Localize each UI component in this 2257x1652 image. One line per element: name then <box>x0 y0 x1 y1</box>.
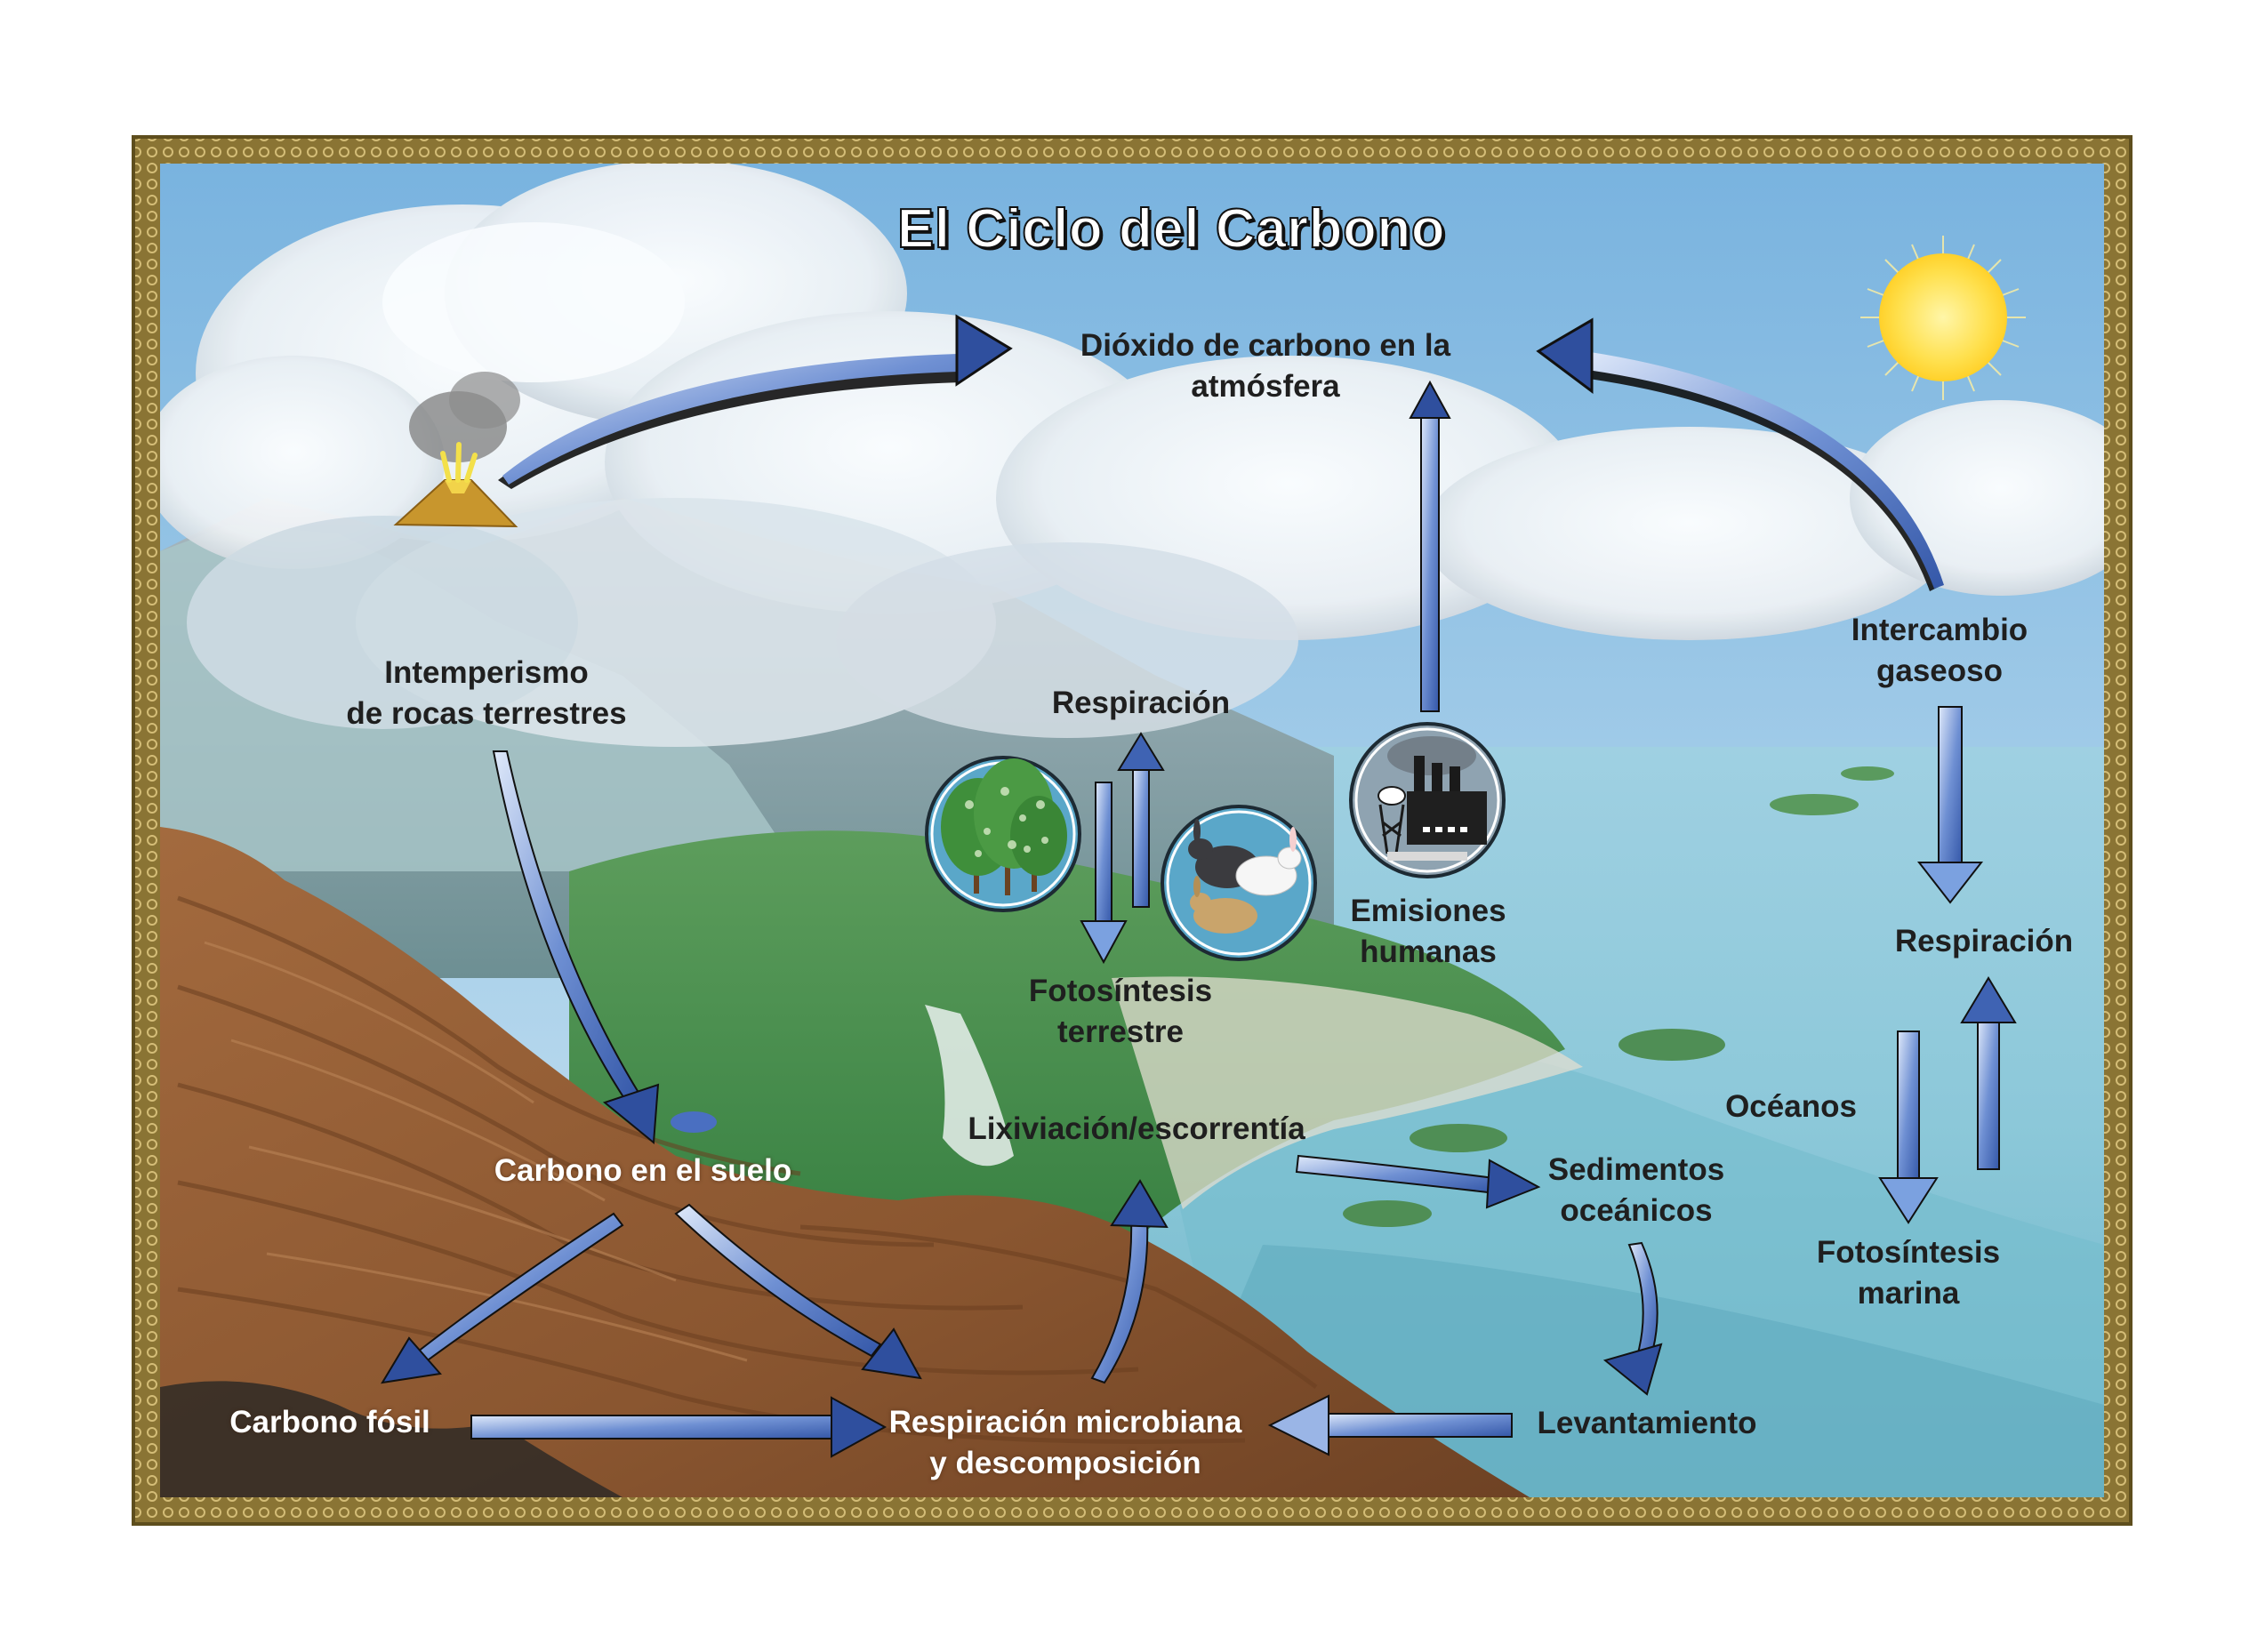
label-land-respiration: Respiración <box>1051 685 1231 720</box>
label-uplift: Levantamiento <box>1537 1405 1757 1440</box>
label-ocean-respiration: Respiración <box>1894 923 2074 958</box>
arrow-land-respiration-up <box>1132 764 1150 908</box>
arrow-ocean-respiration-up <box>1977 1017 2000 1170</box>
volcano-icon <box>393 372 520 528</box>
pond <box>671 1111 717 1133</box>
arrow-land-photosynthesis-down <box>1095 782 1112 926</box>
arrow-emissions-to-atmosphere <box>1420 415 1440 712</box>
tree-icon <box>925 756 1081 912</box>
arrow-soil-to-microbial <box>674 1203 882 1358</box>
diagram-title: El Ciclo del Carbono <box>896 197 1446 261</box>
flow-arrows <box>381 314 2017 1458</box>
frame-border <box>132 135 2133 1526</box>
arrow-ocean-photosynthesis-down <box>1897 1030 1920 1183</box>
soil-hillside <box>160 827 1530 1497</box>
clouds <box>160 164 2104 747</box>
arrow-gas-exchange-down <box>1938 706 1963 868</box>
label-leaching-runoff: Lixiviación/escorrentía <box>968 1111 1305 1146</box>
label-oceans: Océanos <box>1725 1088 1857 1124</box>
arrow-fossil-to-microbial <box>470 1415 837 1439</box>
sun-icon <box>1860 236 2026 400</box>
fossil-layer <box>160 1381 622 1497</box>
label-fossil-carbon: Carbono fósil <box>229 1404 430 1439</box>
factory-icon <box>1349 722 1506 878</box>
rabbit-icon <box>1161 805 1317 961</box>
label-soil-carbon: Carbono en el suelo <box>494 1152 792 1188</box>
arrow-uplift-to-microbial <box>1324 1413 1513 1438</box>
